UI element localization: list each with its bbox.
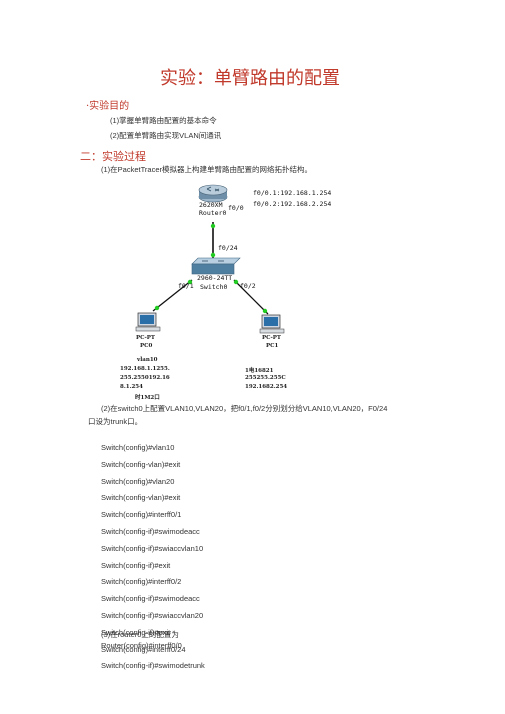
port-dot	[210, 252, 216, 258]
switch-right-port: f0/2	[240, 282, 256, 290]
pc1-type: PC-PT	[262, 335, 282, 341]
switch-model: 2960-24TT	[197, 274, 233, 282]
port-dot	[210, 223, 216, 229]
command-line: Switch(config)#interff0/1	[101, 510, 182, 520]
topology-svg	[135, 184, 285, 334]
command-line: Switch(config-if)#swimodeacc	[101, 594, 200, 604]
router-port: f0/0	[228, 204, 244, 212]
page-title: 实验：单臂路由的配置	[160, 68, 340, 89]
process-step-1: (1)在PacketTracer模拟器上构建单臂路由配置的网络拓扑结构。	[101, 165, 312, 174]
pc1-icon	[259, 314, 285, 334]
command-line: Switch(config)#interff0/24	[101, 644, 186, 654]
switch-command-list: Switch(config)#vlan10 Switch(config-vlan…	[101, 440, 205, 675]
process-step-2-line-2: 口设为trunk口。	[88, 417, 143, 426]
router-icon	[198, 184, 228, 203]
command-line: Switch(config-if)#swimodetrunk	[101, 661, 205, 671]
purpose-item-2: (2)配置单臂路由实现VLAN间通讯	[110, 131, 222, 140]
pc1-note-2: 255255.255C	[245, 375, 286, 381]
pc0-note-1: vlan10	[137, 357, 158, 363]
router-name: Router0	[199, 209, 227, 217]
switch-uplink-port: f0/24	[218, 244, 238, 252]
pc0-note-2: 192.168.1.1255.	[120, 366, 170, 372]
subinterface-2: f0/0.2:192.168.2.254	[253, 200, 332, 208]
command-line: Switch(config)#vlan10	[101, 443, 175, 452]
command-line: Switch(config-if)#exit	[101, 560, 171, 570]
pc0-note-3: 255.2550192.16	[120, 375, 170, 381]
pc0-note-4: 8.1.254	[120, 384, 143, 390]
command-line: Switch(config)#interff0/2	[101, 577, 182, 587]
command-line: Switch(config-if)#swiaccvlan20	[101, 610, 204, 620]
pc1-note-1: 1电16821	[245, 368, 274, 374]
command-line: Switch(config)#vlan20	[101, 476, 175, 486]
subinterface-1: f0/0.1:192.168.1.254	[253, 189, 332, 197]
command-line: Switch(config-if)#exit	[101, 627, 171, 637]
purpose-heading: ·实验目的	[86, 101, 130, 112]
pc0-icon	[135, 312, 161, 332]
command-line: Router(config)#interff0/0	[101, 640, 182, 650]
process-heading: 二：实验过程	[80, 150, 146, 163]
port-dot	[233, 279, 239, 285]
link-switch-pc1	[233, 279, 269, 315]
pc1-name: PC1	[266, 343, 279, 349]
pc0-type: PC-PT	[136, 335, 156, 341]
port-dot	[262, 308, 268, 314]
port-dot	[187, 279, 193, 285]
pc1-note-3: 192.1682.254	[245, 384, 288, 390]
switch-icon	[191, 257, 241, 275]
pc0-name: PC0	[140, 343, 153, 349]
port-dot	[154, 305, 160, 311]
pc0-note-5: 时1M2口	[135, 395, 160, 401]
link-switch-pc0	[152, 279, 193, 312]
switch-name: Switch0	[200, 283, 228, 291]
process-step-3: (3)在router0上的配置为	[101, 630, 179, 639]
command-line: Switch(config-if)#swiaccvlan10	[101, 543, 204, 553]
command-line: Switch(config-if)#swimodeacc	[101, 526, 200, 536]
switch-left-port: f0/1	[178, 282, 194, 290]
router-section: (3)在router0上的配置为 Router(config)#interff0…	[101, 630, 182, 651]
topology-diagram: 2620XM Router0 f0/0 f0/0.1:192.168.1.254…	[120, 178, 360, 401]
command-line: Switch(config-vlan)#exit	[101, 459, 181, 469]
purpose-item-1: (1)掌握单臂路由配置的基本命令	[110, 116, 217, 125]
process-step-2-line-1: (2)在switch0上配置VLAN10,VLAN20，把f0/1,f0/2分别…	[101, 404, 388, 413]
router-model: 2620XM	[199, 201, 223, 209]
command-line: Switch(config-vlan)#exit	[101, 493, 181, 503]
